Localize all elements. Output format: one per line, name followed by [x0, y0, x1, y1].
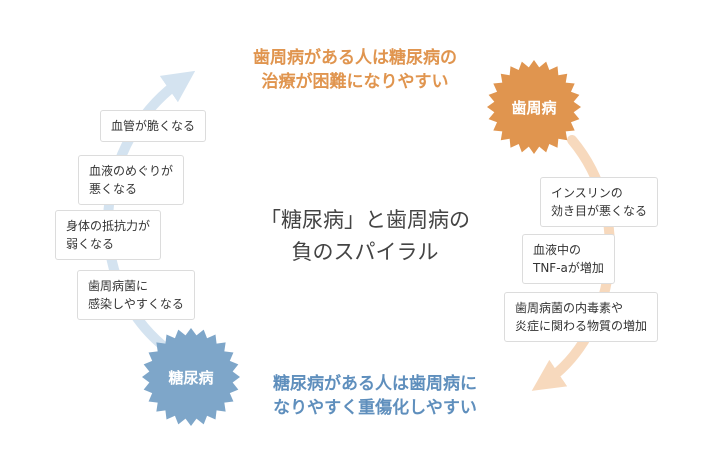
diabetes-badge: 糖尿病 — [141, 327, 241, 427]
left-step-1: 血管が脆くなる — [100, 110, 207, 142]
left-step-4-line1: 歯周病菌に — [88, 279, 149, 293]
headline-top-line2: 治療が困難になりやすい — [261, 72, 449, 92]
right-step-2-line1: 血液中の — [533, 243, 582, 257]
left-step-3-line2: 弱くなる — [66, 237, 115, 251]
right-step-1: インスリンの 効き目が悪くなる — [540, 177, 659, 227]
left-step-3: 身体の抵抗力が 弱くなる — [55, 210, 162, 260]
left-step-1-line1: 血管が脆くなる — [111, 119, 196, 133]
headline-top: 歯周病がある人は糖尿病の 治療が困難になりやすい — [225, 46, 485, 94]
left-step-4: 歯周病菌に 感染しやすくなる — [77, 270, 195, 320]
right-step-3-line1: 歯周病菌の内毒素や — [515, 301, 624, 315]
periodontal-badge-label: 歯周病 — [511, 98, 557, 117]
left-step-4-line2: 感染しやすくなる — [88, 297, 184, 311]
left-step-3-line1: 身体の抵抗力が — [66, 219, 151, 233]
right-step-1-line2: 効き目が悪くなる — [551, 204, 648, 218]
center-title-line2: 負のスパイラル — [291, 240, 439, 264]
left-step-2-line1: 血液のめぐりが — [89, 164, 174, 178]
right-step-3: 歯周病菌の内毒素や 炎症に関わる物質の増加 — [504, 292, 659, 342]
periodontal-badge: 歯周病 — [486, 59, 582, 155]
right-step-2-line2: TNF-aが増加 — [533, 261, 604, 275]
headline-bottom: 糖尿病がある人は歯周病に なりやすく重傷化しやすい — [250, 372, 500, 420]
center-title: 「糖尿病」と歯周病の 負のスパイラル — [240, 204, 490, 268]
left-step-2: 血液のめぐりが 悪くなる — [78, 155, 185, 205]
headline-bottom-line1: 糖尿病がある人は歯周病に — [273, 374, 477, 394]
right-step-2: 血液中の TNF-aが増加 — [522, 234, 615, 284]
left-step-2-line2: 悪くなる — [89, 182, 138, 196]
right-step-1-line1: インスリンの — [551, 186, 623, 200]
headline-top-line1: 歯周病がある人は糖尿病の — [253, 48, 457, 68]
diabetes-badge-label: 糖尿病 — [168, 368, 214, 387]
center-title-line1: 「糖尿病」と歯周病の — [260, 208, 470, 232]
starburst-icon — [142, 328, 240, 426]
starburst-icon — [487, 60, 581, 154]
headline-bottom-line2: なりやすく重傷化しやすい — [273, 398, 477, 418]
right-step-3-line2: 炎症に関わる物質の増加 — [515, 319, 648, 333]
